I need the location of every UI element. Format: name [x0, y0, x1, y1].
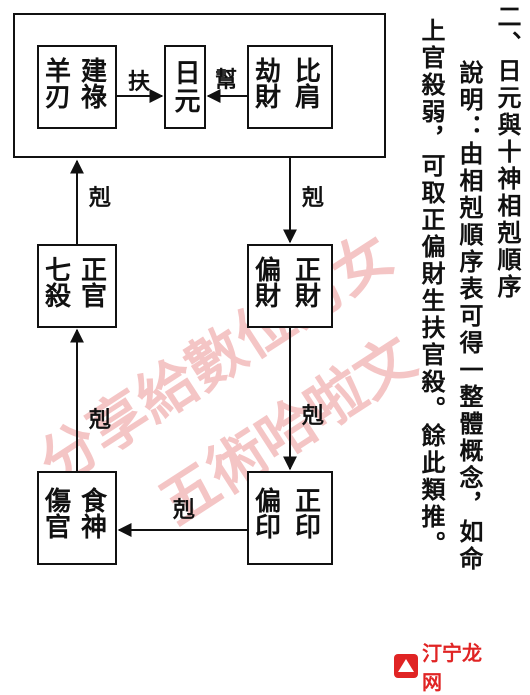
section-heading: 二、日元與十神相剋順序 [493, 4, 522, 301]
node-yangren-jianlu-right-text: 建祿 [81, 57, 108, 113]
edge-label-fu: 扶 [128, 69, 151, 95]
node-qisha-zhengguan-right-text: 正官 [81, 256, 108, 312]
edge-label-ke-bottom: 剋 [173, 497, 196, 523]
node-piancai-zhengcai-right-text: 正財 [295, 256, 322, 312]
site-logo: 汀宁龙网 [394, 641, 498, 694]
node-jiecai-bijian-right-text: 比肩 [295, 57, 322, 113]
edge-label-ke-right-top: 剋 [302, 185, 325, 211]
site-logo-text: 汀宁龙网 [422, 641, 482, 694]
node-jiecai-bijian: 劫財 比肩 [247, 45, 333, 129]
node-piancai-zhengcai: 偏財 正財 [247, 244, 333, 328]
node-shangguan-shishen: 傷官 食神 [37, 471, 117, 565]
node-pianyin-zhengyin: 偏印 正印 [247, 471, 333, 565]
node-yangren-jianlu-left-text: 羊刃 [45, 57, 72, 113]
edge-label-bang: 幫 [215, 67, 238, 93]
node-pianyin-zhengyin-left-text: 偏印 [255, 487, 282, 543]
node-riyuan-text: 日元 [170, 59, 200, 115]
site-logo-icon [394, 654, 418, 678]
node-yangren-jianlu: 羊刃 建祿 [37, 45, 117, 129]
body-text-line-1: 說明：由相剋順序表可得一整體概念，如命 [455, 60, 484, 573]
node-qisha-zhengguan: 七殺 正官 [37, 244, 117, 328]
edge-label-ke-left-top: 剋 [89, 185, 112, 211]
edge-label-ke-left-bottom: 剋 [89, 407, 112, 433]
node-piancai-zhengcai-left-text: 偏財 [255, 256, 282, 312]
node-riyuan: 日元 [164, 45, 206, 129]
node-jiecai-bijian-left-text: 劫財 [255, 57, 282, 113]
node-qisha-zhengguan-left-text: 七殺 [45, 256, 72, 312]
node-shangguan-shishen-left-text: 傷官 [45, 487, 72, 543]
node-shangguan-shishen-right-text: 食神 [81, 487, 108, 543]
body-text-line-2: 上官殺弱，可取正偏財生扶官殺。餘此類推。 [417, 18, 446, 558]
node-pianyin-zhengyin-right-text: 正印 [295, 487, 322, 543]
edge-label-ke-right-bottom: 剋 [302, 403, 325, 429]
